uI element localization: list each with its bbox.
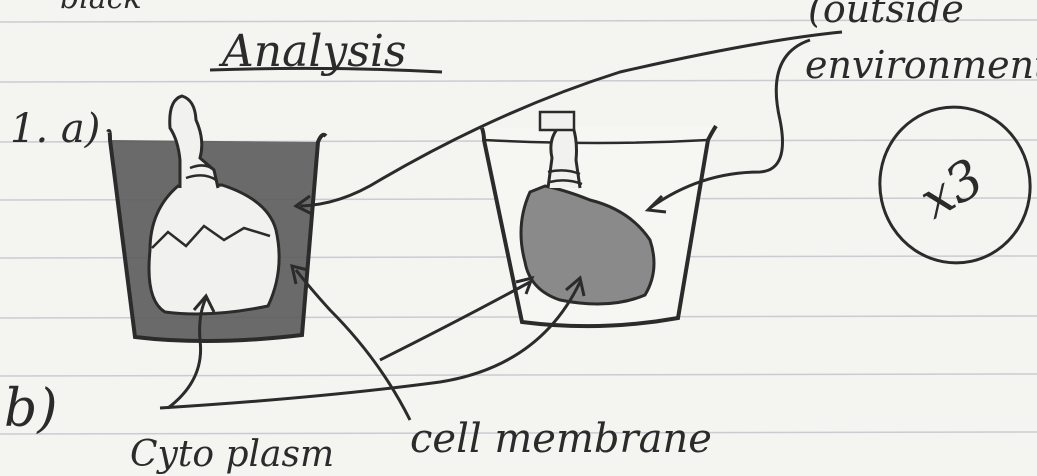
top-left-fragment: black	[60, 0, 142, 16]
bag-right-neck	[548, 124, 580, 188]
part-a-label: 1. a)	[10, 106, 100, 152]
beaker-right	[482, 112, 716, 326]
bag-right-top	[540, 112, 574, 130]
top-right-fragment: (outside	[808, 0, 964, 31]
magnification-label: x3	[910, 148, 994, 231]
outside-environment-label: environment	[805, 43, 1037, 87]
cytoplasm-label: Cyto plasm	[130, 434, 334, 475]
magnification-circle: x3	[865, 93, 1037, 277]
membrane-pointers	[292, 266, 532, 420]
bag-left	[149, 185, 279, 314]
part-b-label: b)	[4, 379, 58, 439]
cell-membrane-label: cell membrane	[410, 416, 712, 462]
beaker-left	[108, 96, 326, 341]
